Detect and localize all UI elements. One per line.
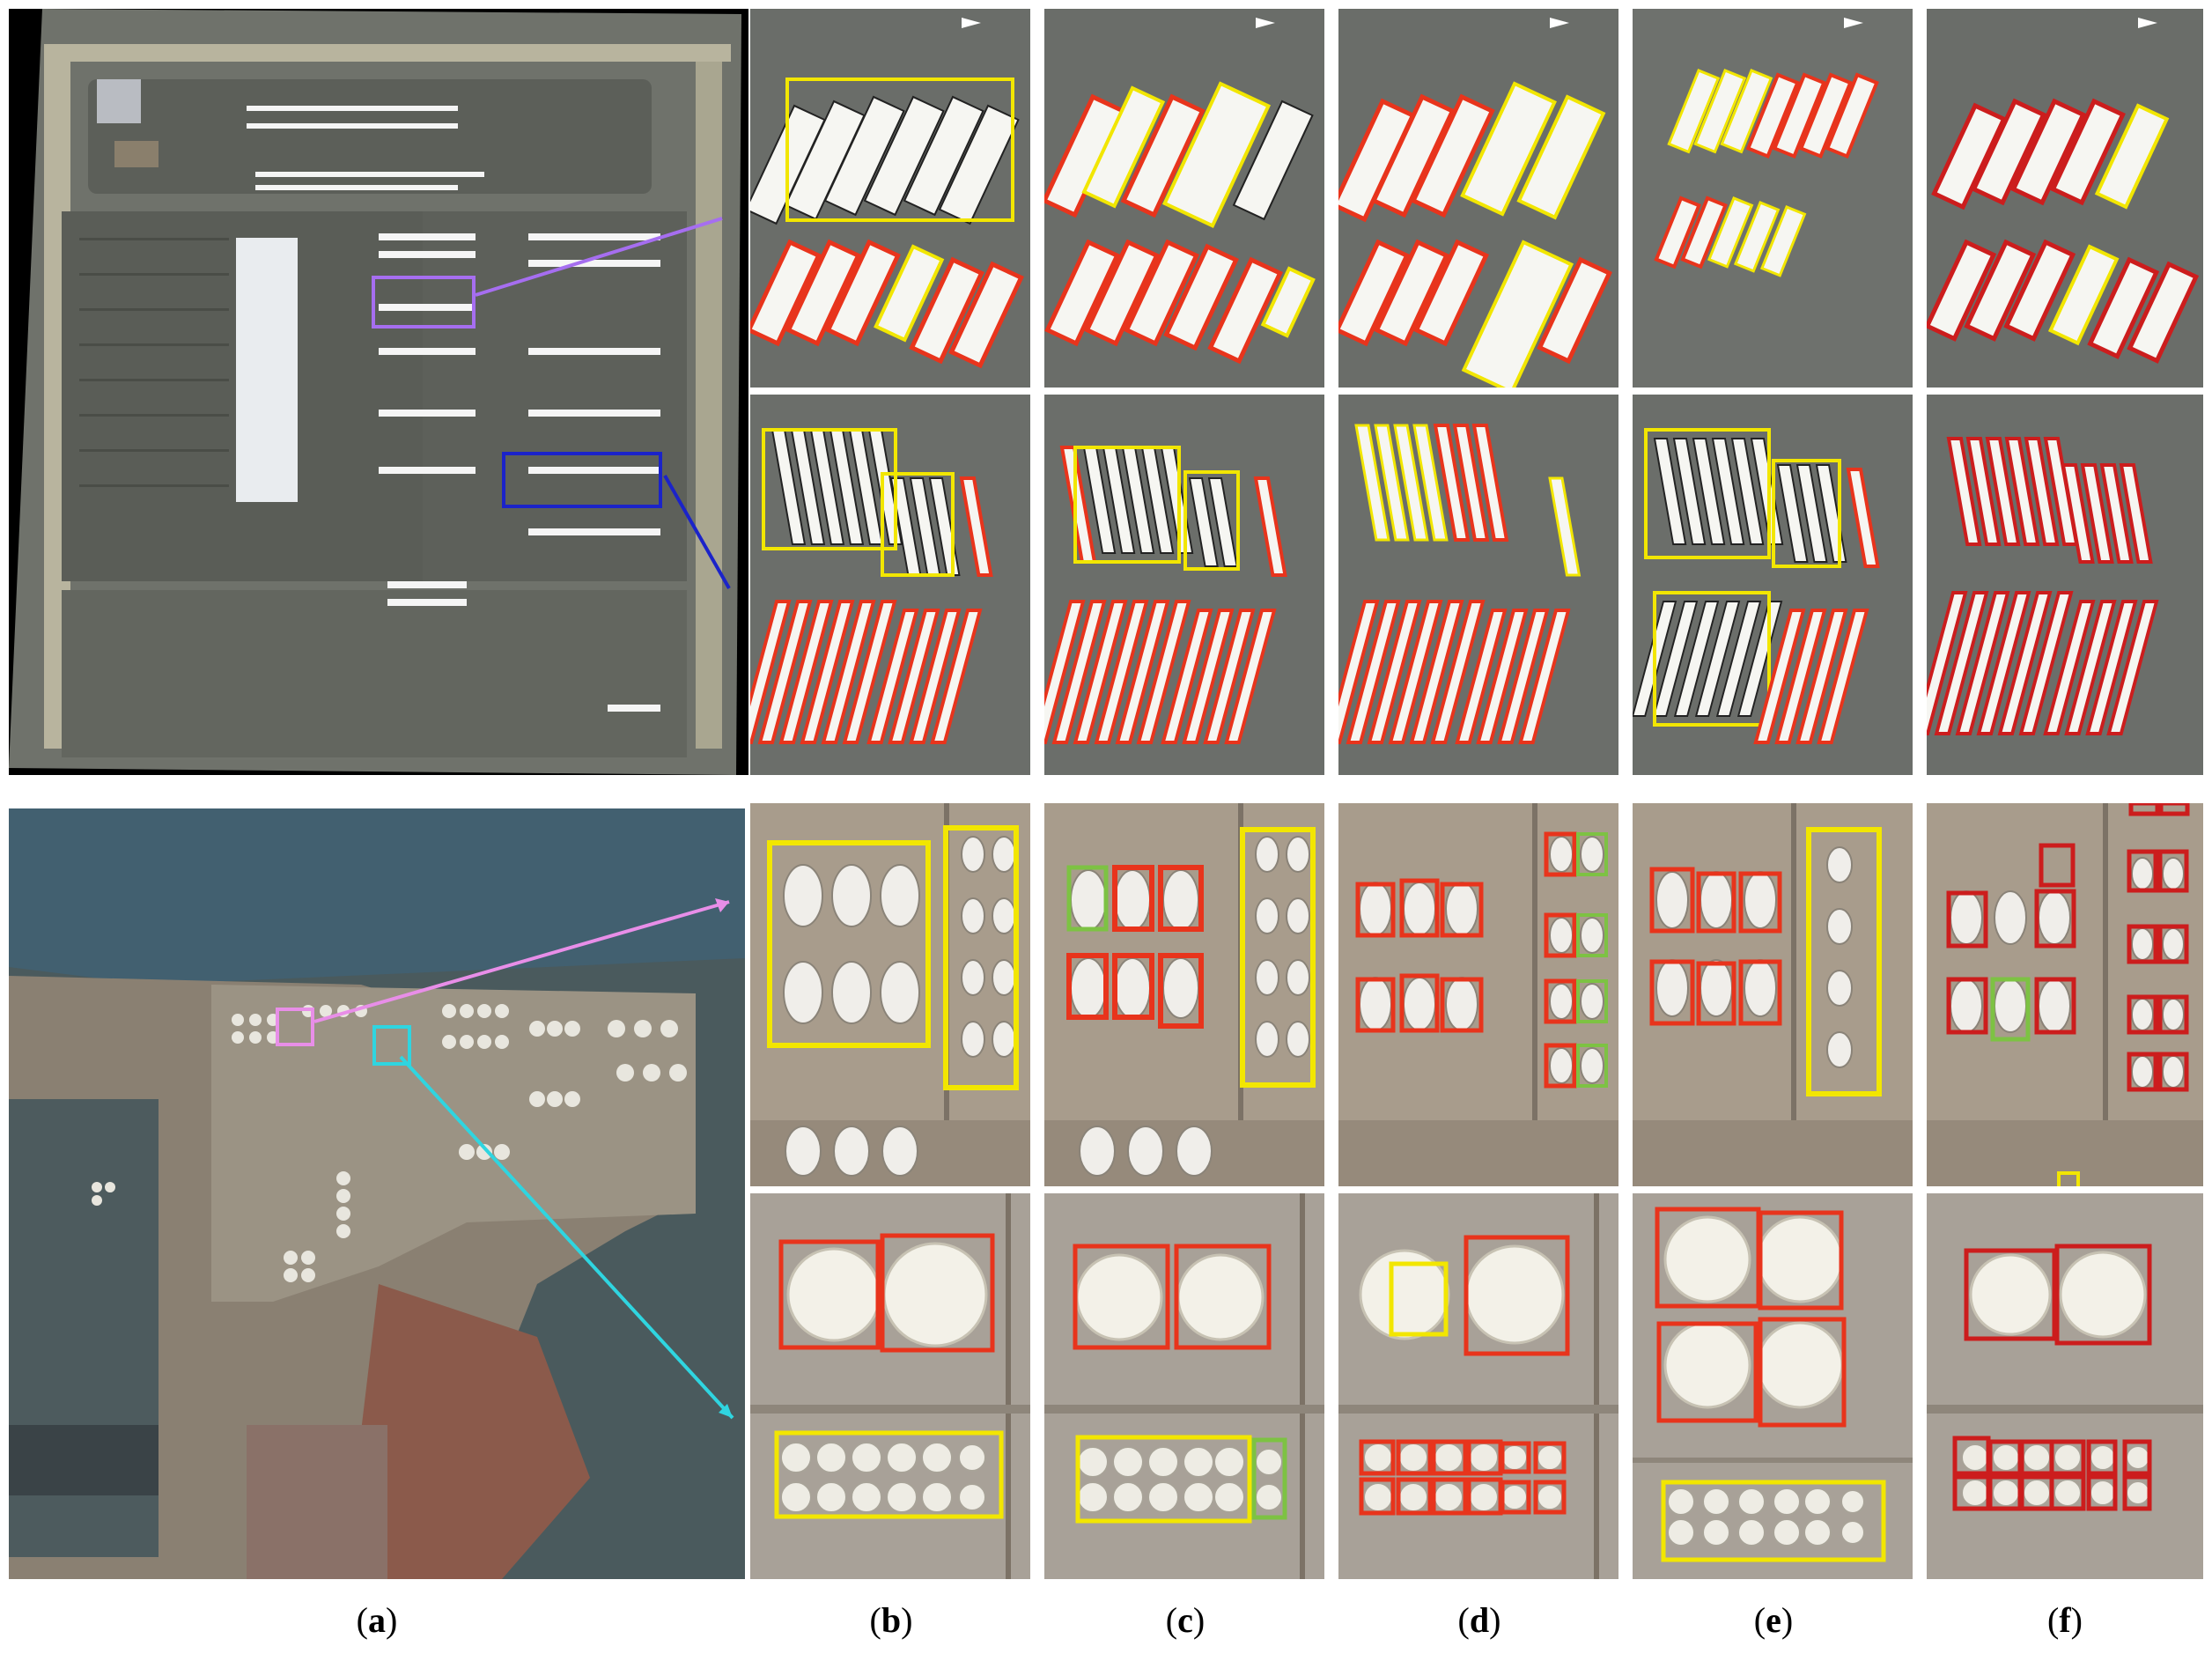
callout-box-purple [372, 276, 476, 329]
panel-d-row3 [1338, 803, 1618, 1186]
panel-e-row3 [1633, 803, 1913, 1186]
panel-f-row4 [1927, 1193, 2203, 1579]
overview-tank-farm [9, 808, 745, 1579]
caption-c: (c) [1165, 1600, 1206, 1640]
panel-b-row2 [750, 395, 1030, 775]
panel-b-row1 [750, 9, 1030, 388]
panel-f-row3 [1927, 803, 2203, 1186]
caption-b: (b) [869, 1600, 913, 1640]
panel-e-row1 [1633, 9, 1913, 388]
panel-b-row3 [750, 803, 1030, 1186]
panel-d-row4 [1338, 1193, 1618, 1579]
panel-c-row1 [1044, 9, 1324, 388]
panel-c-row3 [1044, 803, 1324, 1186]
panel-b-row4 [750, 1193, 1030, 1579]
panel-c-row4 [1044, 1193, 1324, 1579]
caption-e: (e) [1753, 1600, 1794, 1640]
panel-f-row2 [1927, 395, 2203, 775]
caption-d: (d) [1457, 1600, 1501, 1640]
callout-box-cyan [372, 1025, 411, 1066]
panel-e-row4 [1633, 1193, 1913, 1579]
callout-box-pink [276, 1008, 314, 1046]
caption-f: (f) [2047, 1600, 2083, 1640]
panel-e-row2 [1633, 395, 1913, 775]
panel-c-row2 [1044, 395, 1324, 775]
overview-parking-lot [9, 9, 748, 775]
panel-d-row2 [1338, 395, 1618, 775]
panel-d-row1 [1338, 9, 1618, 388]
panel-f-row1-image [1927, 9, 2203, 388]
caption-a: (a) [356, 1600, 398, 1640]
callout-box-blue [502, 452, 662, 508]
